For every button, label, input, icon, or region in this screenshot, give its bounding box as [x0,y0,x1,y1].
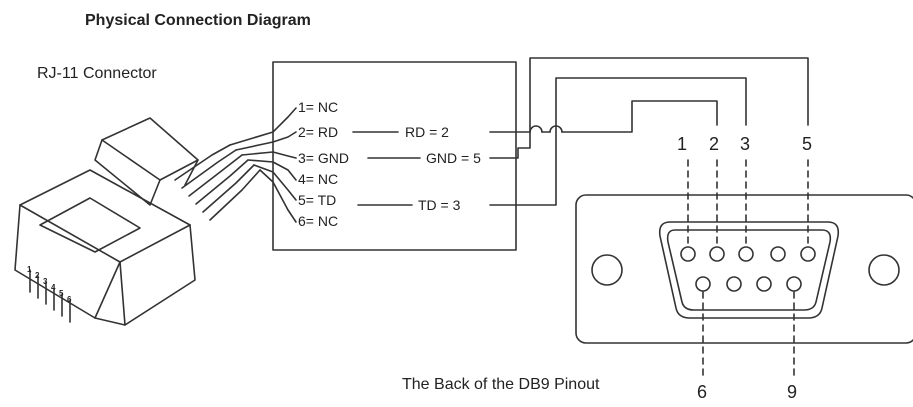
diagram-title: Physical Connection Diagram [85,12,311,29]
rd-hop-1 [529,125,543,133]
rj11-connector-drawing [14,117,261,326]
pin-label: 3= GND [298,150,349,166]
db9-pin-8 [756,276,772,292]
db9-pin-1 [680,246,696,262]
db9-shell-outer [658,221,840,319]
db9-mount-hole-right [868,254,900,286]
pin-labels: 1= NC 2= RD 3= GND 4= NC 5= TD 6= NC [298,99,349,229]
rj11-label: RJ-11 Connector [37,65,157,82]
db9-pin-2 [709,246,725,262]
rj11-pin-numbers: 1 2 3 4 5 6 [27,265,72,304]
db9-pin-number: 9 [787,382,797,402]
signal-gnd-label: GND = 5 [426,150,481,166]
signal-labels: RD = 2 GND = 5 TD = 3 [405,124,481,213]
db9-pin-number: 3 [740,134,750,154]
db9-pin-3 [738,246,754,262]
db9-top-numbers: 1 2 3 5 [677,134,812,154]
db9-pin-9 [786,276,802,292]
pin-label: 5= TD [298,192,336,208]
rj11-pin-digit: 1 [27,265,32,274]
gnd-route [489,57,809,159]
pin-fan-wires [229,107,297,223]
rj11-pin-digit: 6 [67,295,72,304]
db9-pin-4 [770,246,786,262]
db9-pin-6 [695,276,711,292]
db9-pin-5 [800,246,816,262]
db9-shell-inner [666,229,832,311]
rj11-pin-digit: 4 [51,283,56,292]
rj11-pin-digit: 5 [59,289,64,298]
signal-rd-label: RD = 2 [405,124,449,140]
pin-label: 6= NC [298,213,338,229]
db9-mount-hole-left [591,254,623,286]
db9-bottom-numbers: 6 9 [697,382,797,402]
db9-pin-number: 2 [709,134,719,154]
db9-connector [575,194,913,344]
wiring-box [272,61,517,251]
signal-td-label: TD = 3 [418,197,461,213]
rj11-pin-digit: 3 [43,277,48,286]
pin-label: 2= RD [298,124,338,140]
pin-label: 1= NC [298,99,338,115]
db9-pin-number: 6 [697,382,707,402]
db9-leader-lines [687,159,809,376]
rj11-pin-digit: 2 [35,271,40,280]
rd-route-b [561,100,718,133]
td-route [489,77,747,206]
db9-pin-number: 5 [802,134,812,154]
db9-caption: The Back of the DB9 Pinout [402,376,600,393]
pin-label: 4= NC [298,171,338,187]
db9-pin-7 [726,276,742,292]
db9-pin-number: 1 [677,134,687,154]
